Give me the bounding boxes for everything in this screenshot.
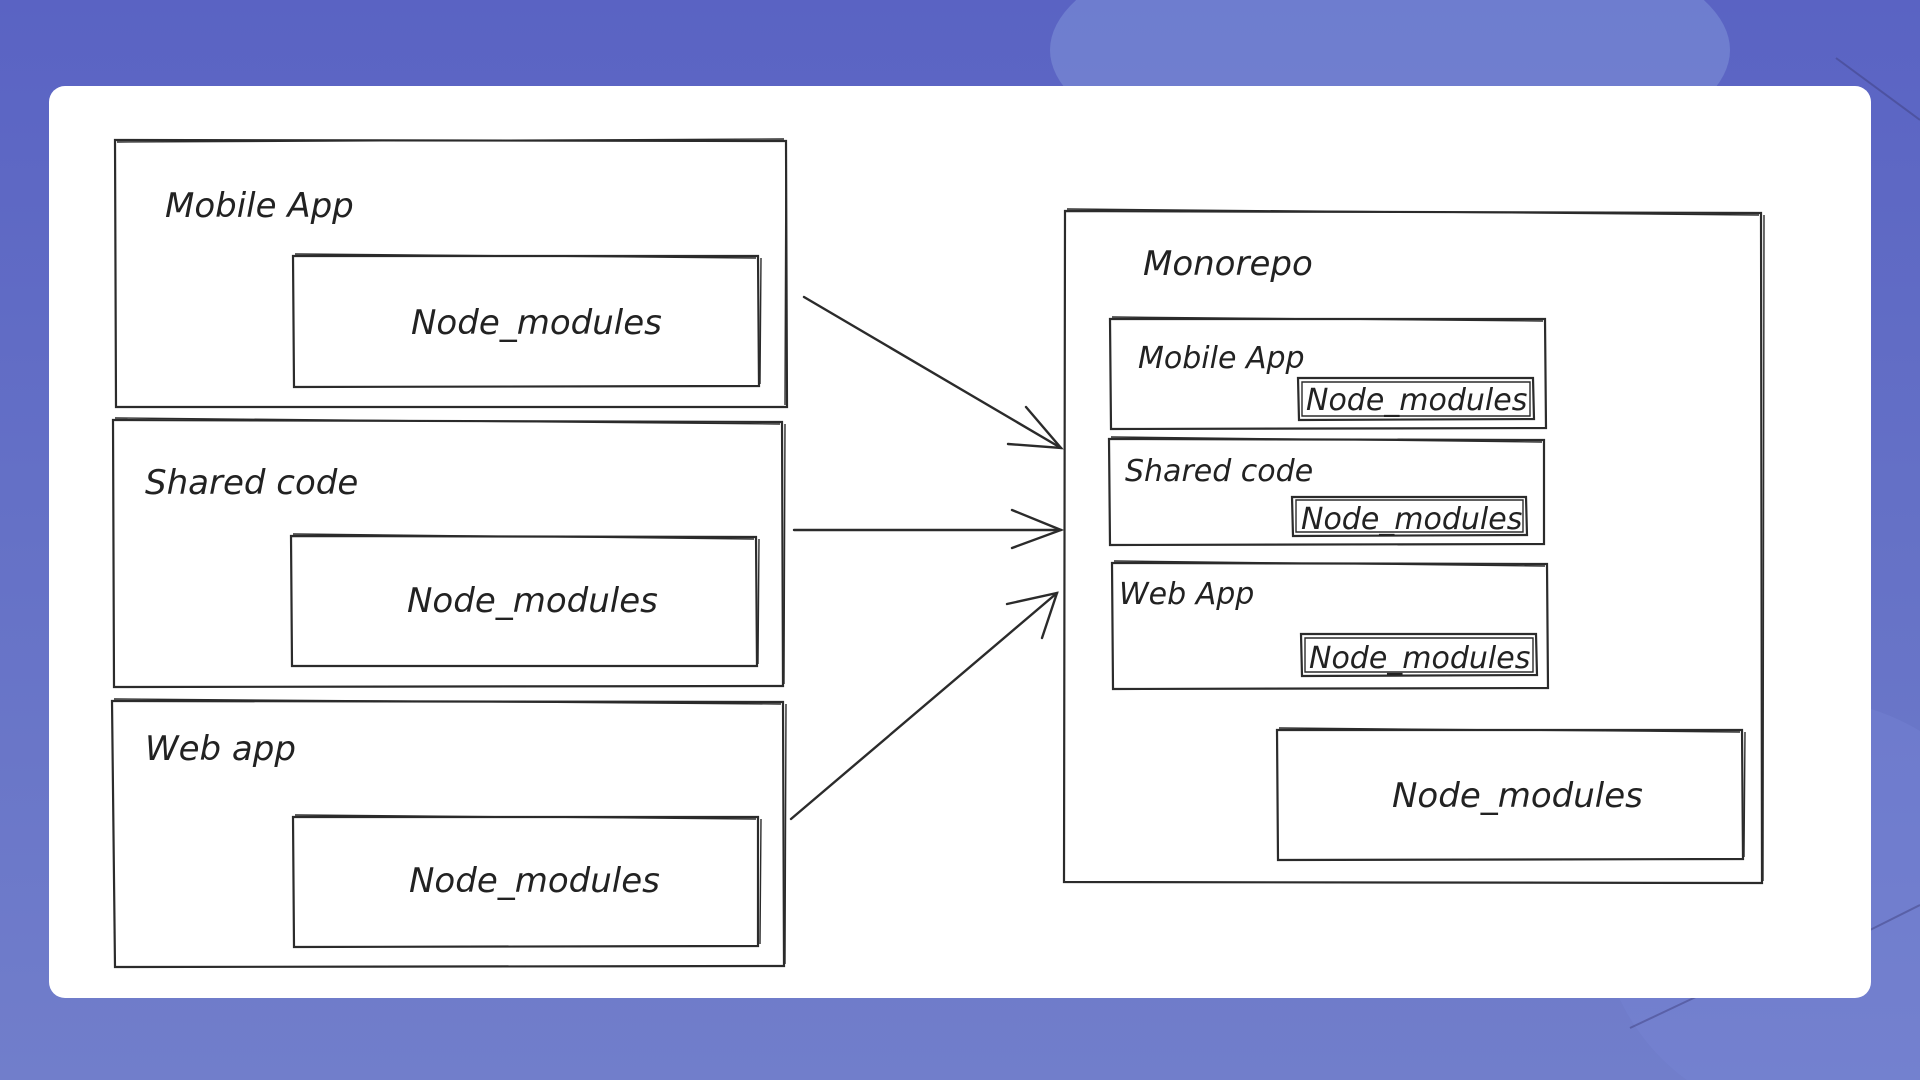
left-web-app-box: Web app Node_modules	[110, 698, 787, 969]
monorepo-shared-modules-box: Node_modules	[1290, 495, 1529, 538]
monorepo-shared-code-label: Shared code	[1125, 454, 1313, 489]
monorepo-root-modules-box: Node_modules	[1275, 727, 1746, 862]
monorepo-box: Monorepo Mobile App Node_modules Shared …	[1062, 208, 1765, 885]
monorepo-web-app-box: Web App Node_modules	[1110, 560, 1550, 691]
left-mobile-app-label: Mobile App	[165, 186, 354, 226]
monorepo-diagram: Mobile App Node_modules Shared code Node…	[110, 138, 1765, 969]
left-shared-code-label: Shared code	[145, 463, 358, 503]
left-web-modules-box: Node_modules	[291, 814, 762, 949]
monorepo-web-modules-box: Node_modules	[1299, 632, 1539, 678]
monorepo-shared-modules-label: Node_modules	[1301, 502, 1522, 537]
diagram-card: Mobile App Node_modules Shared code Node…	[49, 86, 1871, 998]
left-shared-modules-label: Node_modules	[407, 581, 658, 621]
monorepo-mobile-app-label: Mobile App	[1138, 341, 1305, 376]
monorepo-title: Monorepo	[1143, 244, 1313, 284]
left-web-modules-label: Node_modules	[409, 861, 660, 901]
left-mobile-modules-label: Node_modules	[411, 303, 662, 343]
monorepo-mobile-app-box: Mobile App Node_modules	[1108, 316, 1548, 431]
left-shared-modules-box: Node_modules	[289, 533, 760, 668]
arrow-shared-to-monorepo	[792, 508, 1065, 550]
arrow-web-to-monorepo	[789, 591, 1059, 821]
monorepo-root-modules-label: Node_modules	[1392, 776, 1643, 816]
monorepo-mobile-modules-box: Node_modules	[1296, 376, 1536, 422]
left-mobile-app-box: Mobile App Node_modules	[113, 138, 789, 409]
monorepo-web-modules-label: Node_modules	[1309, 641, 1530, 676]
left-web-app-label: Web app	[145, 729, 296, 769]
monorepo-web-app-label: Web App	[1119, 577, 1254, 612]
left-shared-code-box: Shared code Node_modules	[111, 417, 786, 689]
arrow-mobile-to-monorepo	[802, 295, 1064, 450]
left-mobile-modules-box: Node_modules	[291, 253, 762, 389]
monorepo-mobile-modules-label: Node_modules	[1306, 383, 1527, 418]
monorepo-shared-code-box: Shared code Node_modules	[1107, 436, 1546, 547]
